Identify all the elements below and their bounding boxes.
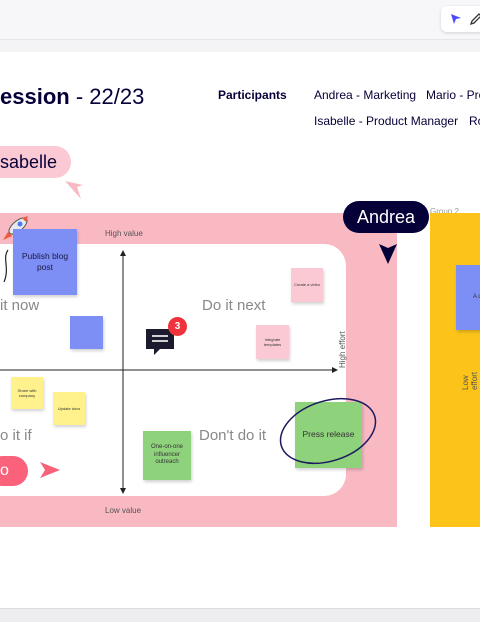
participant-andrea: Andrea - Marketing bbox=[314, 88, 417, 102]
top-toolbar bbox=[0, 0, 480, 40]
cursor-tag-andrea: Andrea bbox=[343, 201, 430, 233]
quadrant-dont-do-it: Don't do it bbox=[199, 427, 267, 444]
group2-sticky-blue[interactable]: A di bbox=[456, 265, 480, 330]
quadrant-do-it-if: o it if bbox=[0, 427, 32, 444]
sticky-create-video[interactable]: Create a video bbox=[291, 268, 323, 302]
bottom-bar bbox=[0, 608, 480, 622]
pink-arrow-cursor-icon bbox=[40, 462, 60, 478]
axis-low-value: Low value bbox=[105, 506, 142, 515]
participant-mario: Mario - Pro bbox=[426, 88, 480, 102]
sticky-blue-empty[interactable] bbox=[70, 316, 103, 349]
toolbar-pill bbox=[441, 6, 480, 32]
axis-high-effort: High effort bbox=[338, 331, 347, 368]
quadrant-do-it-next: Do it next bbox=[202, 297, 266, 314]
pen-icon[interactable] bbox=[468, 11, 480, 27]
comment-count-badge: 3 bbox=[168, 317, 187, 336]
quadrant-do-it-now: it now bbox=[0, 297, 40, 314]
matrix-axes bbox=[0, 250, 338, 494]
group2-label: Group 2 bbox=[430, 207, 459, 216]
cursor-tag-partial: o bbox=[0, 456, 28, 486]
comment-icon[interactable] bbox=[144, 327, 176, 357]
board-title-bold: ession bbox=[0, 84, 70, 109]
sticky-share-company[interactable]: Share with company bbox=[11, 377, 43, 409]
group2-axis-low-effort: Low effort bbox=[461, 371, 479, 390]
participant-isabelle: Isabelle - Product Manager bbox=[314, 114, 459, 128]
participants-label: Participants bbox=[218, 88, 287, 102]
andrea-cursor-icon bbox=[379, 244, 397, 264]
sticky-press-release[interactable]: Press release bbox=[295, 402, 362, 468]
sticky-integrate-templates[interactable]: Integrate templates bbox=[256, 325, 289, 359]
highlight-ellipse[interactable] bbox=[276, 392, 380, 470]
isabelle-cursor-icon bbox=[65, 181, 83, 199]
axis-high-value: High value bbox=[105, 229, 143, 238]
sticky-publish-blog[interactable]: Publish blog post bbox=[13, 229, 77, 295]
board-title-date: - 22/23 bbox=[69, 84, 145, 109]
sticky-influencer-outreach[interactable]: One-on-one influencer outreach bbox=[143, 431, 191, 480]
sticky-update-docs[interactable]: Update docs bbox=[53, 392, 85, 425]
group2-frame[interactable] bbox=[430, 213, 480, 527]
board-title: ession - 22/23 bbox=[0, 84, 144, 110]
drawing-stroke bbox=[3, 249, 9, 283]
cursor-select-icon[interactable] bbox=[448, 11, 464, 27]
cursor-tag-isabelle: sabelle bbox=[0, 146, 72, 178]
participant-ro: Ro bbox=[469, 114, 480, 128]
